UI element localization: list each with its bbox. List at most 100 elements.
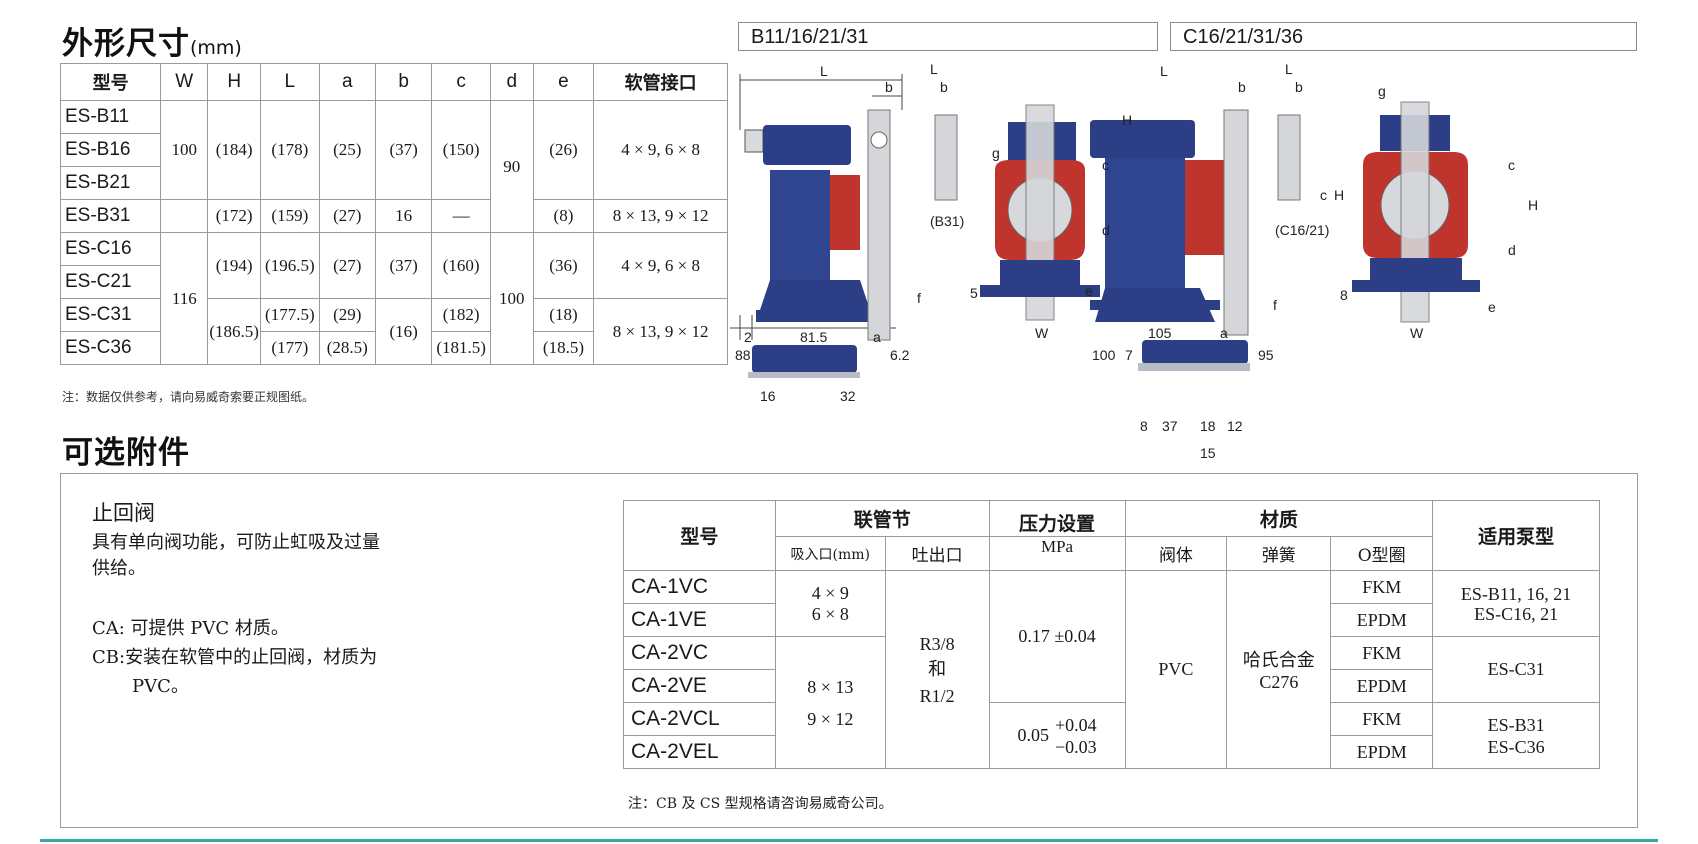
- acc-sub-spring: 弹簧: [1226, 536, 1332, 571]
- dim-label-b-c: b: [1238, 79, 1246, 95]
- pressure-plus: +0.04: [1054, 714, 1097, 735]
- model-cell: ES-C31: [59, 298, 162, 332]
- model-cell: ES-C16: [59, 232, 162, 266]
- dim-label-62: 6.2: [890, 347, 910, 363]
- inlet-line: 4 × 9: [811, 582, 849, 603]
- pump-line: ES-C16, 21: [1474, 603, 1559, 624]
- oring-cell: FKM: [1330, 570, 1434, 604]
- spring-material-cell: 哈氏合金 C276: [1226, 570, 1332, 769]
- check-valve-desc-1: 具有单向阀功能，可防止虹吸及过量: [92, 532, 380, 553]
- c-cell: (150): [431, 100, 491, 200]
- table-row: ES-B21: [59, 166, 728, 200]
- h-cell: (184): [207, 100, 262, 200]
- dims-header-e: e: [532, 63, 595, 101]
- dim-label-e-b: e: [1085, 283, 1093, 299]
- pump-line: ES-B11, 16, 21: [1460, 583, 1572, 604]
- oring-cell: EPDM: [1330, 669, 1434, 703]
- w-cell: 100: [160, 100, 209, 200]
- pump-b-side: [744, 109, 891, 341]
- acc-header-model: 型号: [623, 500, 776, 571]
- pressure-minus: −0.03: [1054, 736, 1097, 757]
- dims-header-h: H: [207, 63, 262, 101]
- dim-label-h-c: H: [1528, 197, 1538, 213]
- acc-sub-mpa: MPa: [988, 536, 1126, 571]
- dim-label-5: 5: [970, 285, 978, 301]
- dims-section-title: 外形尺寸(mm): [62, 18, 242, 63]
- spring-line: 哈氏合金: [1242, 650, 1315, 671]
- table-row: ES-B31 (172) (159) (27) 16 — (8) 8 × 13,…: [59, 199, 728, 233]
- dim-label-g-b: g: [992, 145, 1000, 161]
- l-cell: (159): [260, 199, 320, 233]
- dims-header-d: d: [489, 63, 534, 101]
- accessory-table: 型号 联管节 压力设置 材质 适用泵型 吸入口(mm) 吐出口 MPa 阀体 弹…: [623, 500, 1600, 769]
- bottom-divider: [40, 839, 1658, 842]
- w-cell: 116: [160, 232, 209, 365]
- table-row: ES-B11 100 (184) (178) (25) (37) (150) 9…: [59, 100, 728, 233]
- panel-c-header: C16/21/31/36: [1170, 22, 1637, 51]
- h-cell: (186.5): [207, 298, 262, 365]
- acc-sub-body: 阀体: [1124, 536, 1228, 571]
- model-cell: ES-C21: [59, 265, 162, 299]
- model-cell: ES-B16: [59, 133, 162, 167]
- dims-header-hose: 软管接口: [593, 63, 728, 101]
- dim-label-h-c1621: H: [1334, 187, 1344, 203]
- e-cell: (18.5): [532, 331, 595, 365]
- dim-label-100: 100: [1092, 347, 1116, 363]
- dimension-drawings: L b L b (B31) f g H c d e 5 W 2 81.5 a 8…: [730, 61, 1538, 461]
- table-row: CA-2VCL 0.05 +0.04 −0.03 FKM ES-B31 ES-C…: [623, 702, 1600, 769]
- accessory-note: 注：CB 及 CS 型规格请咨询易威奇公司。: [628, 796, 893, 812]
- dimensions-table: 型号 W H L a b c d e 软管接口 ES-B11 100 (184)…: [59, 63, 728, 365]
- pump-cell: ES-B11, 16, 21 ES-C16, 21: [1432, 570, 1600, 637]
- model-cell: ES-C36: [59, 331, 162, 365]
- inlet-line: 9 × 12: [807, 708, 854, 729]
- w-cell: [160, 199, 209, 233]
- inlet-line: 6 × 8: [811, 603, 849, 624]
- pump-cell: ES-B31 ES-C36: [1432, 702, 1600, 769]
- model-cell: ES-B11: [59, 100, 162, 134]
- table-row: CA-2VE EPDM: [623, 669, 1600, 703]
- dim-label-8-c: 8: [1340, 287, 1348, 303]
- dim-label-16: 16: [760, 388, 776, 404]
- h-cell: (172): [207, 199, 262, 233]
- acc-model-cell: CA-1VC: [623, 570, 776, 604]
- dim-label-l-c1621: L: [1285, 61, 1293, 77]
- h-cell: (194): [207, 232, 262, 299]
- dims-header-b: b: [374, 63, 433, 101]
- pump-b31-view: [934, 114, 958, 201]
- dims-header-c: c: [431, 63, 491, 101]
- table-row: ES-C36 (177) (28.5) (181.5) (18.5): [59, 331, 728, 365]
- dim-label-l-b31: L: [930, 61, 938, 77]
- dim-label-8b-c: 8: [1140, 418, 1148, 434]
- d-cell: 90: [489, 100, 534, 233]
- e-cell: (36): [532, 232, 595, 299]
- oring-cell: EPDM: [1330, 735, 1434, 769]
- check-valve-title: 止回阀: [92, 501, 155, 525]
- dim-label-g-c: g: [1378, 83, 1386, 99]
- table-row: CA-1VC 4 × 9 6 × 8 R3/8 和 R1/2 0.17 ±0.0…: [623, 570, 1600, 769]
- dim-label-88: 88: [735, 347, 751, 363]
- pump-c-bottom: [1138, 340, 1250, 371]
- body-material-cell: PVC: [1124, 570, 1228, 769]
- b-cell: (37): [374, 100, 433, 200]
- l-cell: (178): [260, 100, 320, 200]
- l-cell: (177.5): [260, 298, 320, 332]
- b-cell: 16: [374, 199, 433, 233]
- dims-note: 注：数据仅供参考，请向易威奇索要正规图纸。: [62, 390, 315, 404]
- dim-label-815: 81.5: [800, 329, 827, 345]
- outlet-cell: R3/8 和 R1/2: [884, 570, 990, 769]
- cb-line-1: CB:安装在软管中的止回阀，材质为: [92, 647, 378, 668]
- acc-header-pump: 适用泵型: [1432, 500, 1600, 571]
- table-row: CA-2VEL EPDM: [623, 735, 1600, 769]
- dim-label-105: 105: [1148, 325, 1172, 341]
- oring-cell: FKM: [1330, 702, 1434, 736]
- e-cell: (26): [532, 100, 595, 200]
- dim-label-h-b: H: [1122, 112, 1132, 128]
- pump-cell: ES-C31: [1432, 636, 1600, 703]
- c-cell: (181.5): [431, 331, 491, 365]
- a-cell: (25): [318, 100, 376, 200]
- dims-header-a: a: [318, 63, 376, 101]
- dims-title-text: 外形尺寸: [62, 26, 190, 62]
- dim-label-95: 95: [1258, 347, 1274, 363]
- dims-header-w: W: [160, 63, 209, 101]
- dim-label-c-c1621: c: [1320, 187, 1327, 203]
